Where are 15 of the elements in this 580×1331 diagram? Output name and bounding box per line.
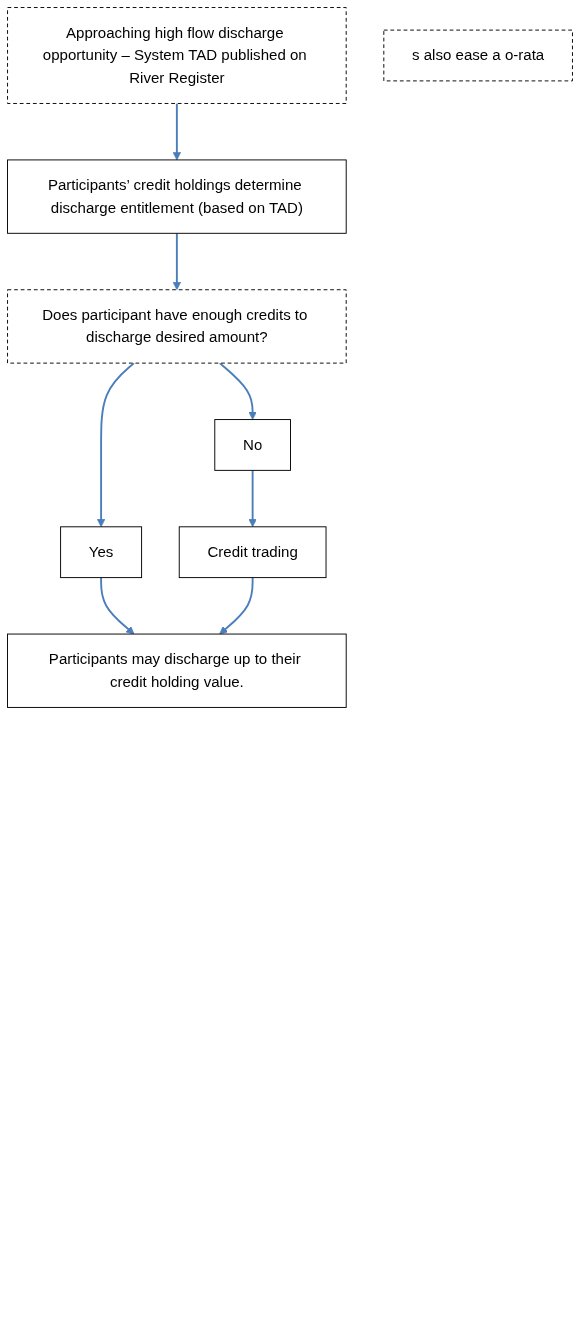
node-box: Credit trading xyxy=(178,526,327,579)
node-box: s also ease a o-rata xyxy=(383,29,573,82)
arrow xyxy=(172,102,181,161)
node-box: No xyxy=(214,419,291,471)
arrow xyxy=(248,469,257,528)
arrow xyxy=(96,362,135,528)
arrow xyxy=(172,232,181,291)
arrow xyxy=(219,576,254,635)
node-box: Does participant have enough credits to discharge desired amount? xyxy=(7,289,347,364)
arrow xyxy=(100,576,135,635)
arrow xyxy=(218,362,257,420)
node-box: Yes xyxy=(60,526,143,579)
node-box: Participants’ credit holdings determine discharge entitlement (based on TAD) xyxy=(7,159,347,234)
node-box: Approaching high flow discharge opportunity – System TAD published on River Register xyxy=(7,7,347,104)
node-box: Participants may discharge up to their credit holding value. xyxy=(7,633,347,708)
